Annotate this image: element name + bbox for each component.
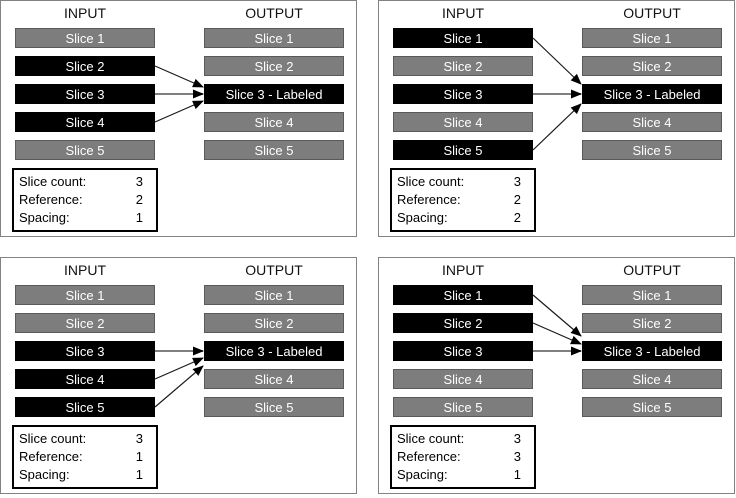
param-row-reference: Reference: 1 xyxy=(19,448,143,466)
param-value-slice-count: 3 xyxy=(513,431,521,446)
panel-bottom-right: INPUT OUTPUT Slice 1 Slice 2 Slice 3 Sli… xyxy=(378,257,735,494)
param-label-spacing: Spacing: xyxy=(397,467,448,482)
parameters-box: Slice count: 3 Reference: 3 Spacing: 1 xyxy=(390,425,536,489)
param-value-spacing: 1 xyxy=(135,467,143,482)
param-row-reference: Reference: 2 xyxy=(397,191,521,209)
output-slice-3-labeled: Slice 3 - Labeled xyxy=(582,84,722,104)
param-value-spacing: 1 xyxy=(135,210,143,225)
param-label-slice-count: Slice count: xyxy=(19,431,87,446)
output-slice-2: Slice 2 xyxy=(582,56,722,76)
output-slice-5: Slice 5 xyxy=(204,140,344,160)
parameters-box: Slice count: 3 Reference: 1 Spacing: 1 xyxy=(12,425,158,489)
output-slice-4: Slice 4 xyxy=(582,369,722,389)
output-slice-4: Slice 4 xyxy=(204,112,344,132)
input-slice-4: Slice 4 xyxy=(393,369,533,389)
output-slice-4: Slice 4 xyxy=(204,369,344,389)
param-value-spacing: 2 xyxy=(513,210,521,225)
input-slice-2: Slice 2 xyxy=(15,313,155,333)
param-row-slice-count: Slice count: 3 xyxy=(397,430,521,448)
input-slice-5: Slice 5 xyxy=(393,397,533,417)
output-header: OUTPUT xyxy=(245,5,303,21)
param-value-reference: 2 xyxy=(513,192,521,207)
param-label-reference: Reference: xyxy=(19,192,83,207)
panel-bottom-left: INPUT OUTPUT Slice 1 Slice 2 Slice 3 Sli… xyxy=(0,257,357,494)
output-slice-5: Slice 5 xyxy=(582,397,722,417)
param-value-slice-count: 3 xyxy=(513,174,521,189)
output-slice-1: Slice 1 xyxy=(204,28,344,48)
param-value-reference: 2 xyxy=(135,192,143,207)
param-value-reference: 1 xyxy=(135,449,143,464)
param-row-slice-count: Slice count: 3 xyxy=(397,173,521,191)
output-slice-2: Slice 2 xyxy=(582,313,722,333)
input-slice-3: Slice 3 xyxy=(393,84,533,104)
output-slice-3-labeled: Slice 3 - Labeled xyxy=(582,341,722,361)
param-value-spacing: 1 xyxy=(513,467,521,482)
param-label-spacing: Spacing: xyxy=(19,467,70,482)
output-slice-1: Slice 1 xyxy=(582,285,722,305)
param-label-reference: Reference: xyxy=(397,192,461,207)
param-row-spacing: Spacing: 1 xyxy=(397,466,521,484)
input-slice-3: Slice 3 xyxy=(15,84,155,104)
panel-top-left: INPUT OUTPUT Slice 1 Slice 2 Slice 3 Sli… xyxy=(0,0,357,237)
output-slice-4: Slice 4 xyxy=(582,112,722,132)
param-row-reference: Reference: 2 xyxy=(19,191,143,209)
param-row-spacing: Spacing: 1 xyxy=(19,466,143,484)
param-row-spacing: Spacing: 2 xyxy=(397,209,521,227)
output-slice-1: Slice 1 xyxy=(582,28,722,48)
param-value-slice-count: 3 xyxy=(135,174,143,189)
input-slice-5: Slice 5 xyxy=(393,140,533,160)
output-header: OUTPUT xyxy=(623,262,681,278)
input-slice-1: Slice 1 xyxy=(393,28,533,48)
param-label-reference: Reference: xyxy=(19,449,83,464)
parameters-box: Slice count: 3 Reference: 2 Spacing: 2 xyxy=(390,168,536,232)
output-slice-2: Slice 2 xyxy=(204,313,344,333)
param-row-spacing: Spacing: 1 xyxy=(19,209,143,227)
input-slice-1: Slice 1 xyxy=(15,285,155,305)
input-slice-5: Slice 5 xyxy=(15,397,155,417)
input-slice-3: Slice 3 xyxy=(393,341,533,361)
input-slice-2: Slice 2 xyxy=(15,56,155,76)
param-label-spacing: Spacing: xyxy=(19,210,70,225)
param-label-slice-count: Slice count: xyxy=(397,431,465,446)
input-slice-4: Slice 4 xyxy=(393,112,533,132)
param-label-reference: Reference: xyxy=(397,449,461,464)
output-slice-3-labeled: Slice 3 - Labeled xyxy=(204,84,344,104)
param-value-slice-count: 3 xyxy=(135,431,143,446)
param-value-reference: 3 xyxy=(513,449,521,464)
output-slice-2: Slice 2 xyxy=(204,56,344,76)
parameters-box: Slice count: 3 Reference: 2 Spacing: 1 xyxy=(12,168,158,232)
output-slice-3-labeled: Slice 3 - Labeled xyxy=(204,341,344,361)
output-slice-5: Slice 5 xyxy=(204,397,344,417)
input-header: INPUT xyxy=(64,262,106,278)
output-slice-5: Slice 5 xyxy=(582,140,722,160)
param-label-spacing: Spacing: xyxy=(397,210,448,225)
param-row-slice-count: Slice count: 3 xyxy=(19,430,143,448)
input-slice-1: Slice 1 xyxy=(393,285,533,305)
input-header: INPUT xyxy=(64,5,106,21)
param-label-slice-count: Slice count: xyxy=(19,174,87,189)
param-label-slice-count: Slice count: xyxy=(397,174,465,189)
input-slice-4: Slice 4 xyxy=(15,112,155,132)
output-slice-1: Slice 1 xyxy=(204,285,344,305)
input-slice-2: Slice 2 xyxy=(393,313,533,333)
input-header: INPUT xyxy=(442,262,484,278)
input-slice-2: Slice 2 xyxy=(393,56,533,76)
input-slice-4: Slice 4 xyxy=(15,369,155,389)
output-header: OUTPUT xyxy=(623,5,681,21)
input-slice-1: Slice 1 xyxy=(15,28,155,48)
input-slice-5: Slice 5 xyxy=(15,140,155,160)
input-slice-3: Slice 3 xyxy=(15,341,155,361)
param-row-slice-count: Slice count: 3 xyxy=(19,173,143,191)
output-header: OUTPUT xyxy=(245,262,303,278)
panel-top-right: INPUT OUTPUT Slice 1 Slice 2 Slice 3 Sli… xyxy=(378,0,735,237)
param-row-reference: Reference: 3 xyxy=(397,448,521,466)
input-header: INPUT xyxy=(442,5,484,21)
